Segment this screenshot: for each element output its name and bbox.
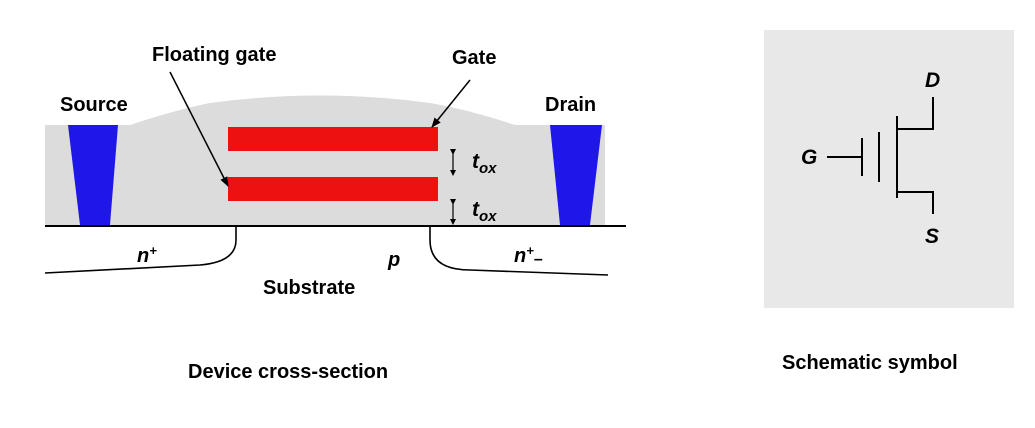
oxide-layer [45, 95, 605, 225]
floating-gate [228, 177, 438, 201]
source-lead [897, 191, 934, 214]
drain-lead [897, 97, 934, 130]
gate-pointer [431, 79, 471, 128]
device-cross-section: Floating gate Gate Source Drain tox tox … [44, 44, 626, 383]
drain-junction [429, 226, 609, 276]
gate-label: Gate [452, 47, 496, 69]
drain-electrode [550, 125, 602, 225]
control-gate [228, 127, 438, 151]
schematic-gate-label: G [801, 146, 817, 169]
floating-gate-pointer [169, 71, 229, 187]
source-label: Source [60, 94, 128, 116]
floating-gate-label: Floating gate [152, 44, 276, 66]
cross-section-caption: Device cross-section [188, 361, 388, 383]
p-region-label: p [387, 249, 400, 271]
schematic-symbol: G D S Schematic symbol [764, 30, 1014, 374]
tox-label-lower: tox [472, 198, 497, 225]
tox-label-upper: tox [472, 150, 497, 177]
schematic-source-label: S [925, 225, 939, 248]
n-plus-drain-label: n+– [514, 243, 543, 268]
schematic-panel [764, 30, 1014, 308]
schematic-drain-label: D [925, 69, 940, 92]
schematic-caption: Schematic symbol [782, 352, 958, 374]
n-plus-source-label: n+ [137, 243, 157, 267]
drain-label: Drain [545, 94, 596, 116]
substrate-label: Substrate [263, 277, 355, 299]
source-electrode [68, 125, 118, 225]
source-junction [44, 226, 237, 274]
